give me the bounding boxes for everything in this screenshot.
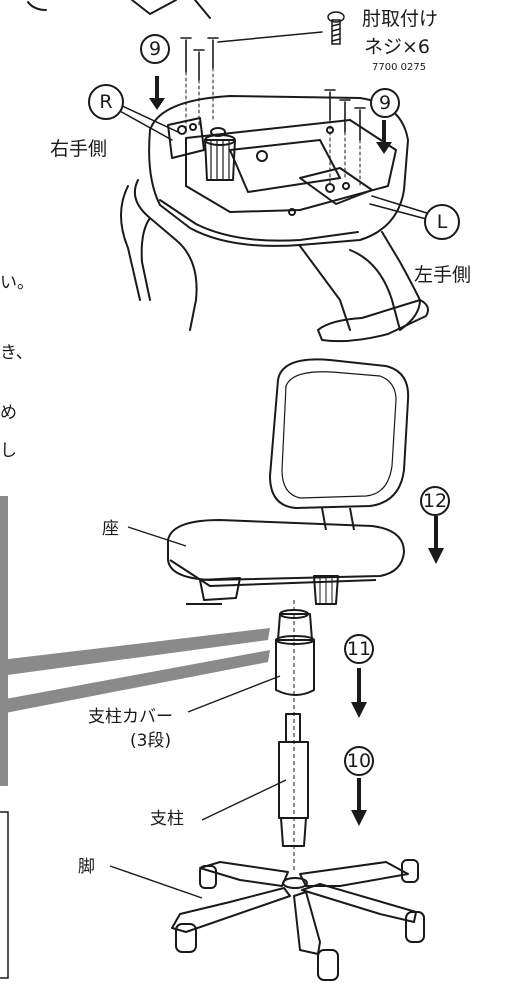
text-fragment-2: き、 — [0, 343, 33, 363]
corner-fragment — [27, 1, 47, 11]
gas-lift-top — [285, 713, 301, 743]
label-base: 脚 — [78, 857, 95, 877]
marker-l: L — [424, 204, 460, 240]
text-fragment-4: し — [0, 441, 17, 461]
l-leader — [371, 195, 431, 215]
armrest-right — [134, 179, 198, 331]
label-seat: 座 — [102, 519, 119, 539]
arm-bracket-left — [299, 167, 373, 205]
screw-leader — [217, 31, 323, 43]
text-fragment-1: い。 — [0, 273, 34, 293]
arrows-step9 — [149, 76, 392, 154]
step-9-right: 9 — [370, 88, 400, 118]
gas-lift — [278, 741, 309, 819]
label-column-cover: 支柱カバー — [88, 707, 173, 727]
screws-top — [180, 37, 366, 141]
arrows-lower — [351, 516, 444, 826]
step-9-left: 9 — [140, 34, 170, 64]
screw-icon — [327, 11, 345, 45]
label-column: 支柱 — [150, 809, 184, 829]
seat-knob — [313, 575, 339, 605]
seat — [167, 519, 405, 581]
column-cover — [275, 639, 315, 696]
mechanism-plate — [185, 119, 397, 213]
star-base — [171, 861, 417, 955]
marker-r: R — [88, 84, 124, 120]
screw-code: 7700 0275 — [372, 62, 427, 73]
r-leader — [117, 103, 179, 133]
note-box-fragment — [0, 811, 9, 979]
armrest-pad — [317, 299, 429, 343]
casters — [175, 859, 425, 981]
backrest — [269, 358, 410, 509]
text-fragment-3: め — [0, 403, 17, 423]
step-12: 12 — [420, 486, 450, 516]
armrest-top-fragment — [131, 0, 177, 15]
screw-count: ネジ×6 — [364, 36, 431, 58]
screw-name: 肘取付け — [362, 8, 439, 30]
tension-knob — [204, 139, 236, 181]
armrest-left — [349, 231, 421, 331]
label-left-side: 左手側 — [414, 264, 472, 286]
gray-panel — [0, 496, 270, 786]
label-right-side: 右手側 — [50, 138, 108, 160]
step-11: 11 — [344, 634, 374, 664]
step-10: 10 — [344, 746, 374, 776]
label-column-cover-sub: (3段) — [130, 731, 172, 751]
arm-bracket-right — [167, 117, 205, 159]
seat-plate — [148, 95, 409, 247]
